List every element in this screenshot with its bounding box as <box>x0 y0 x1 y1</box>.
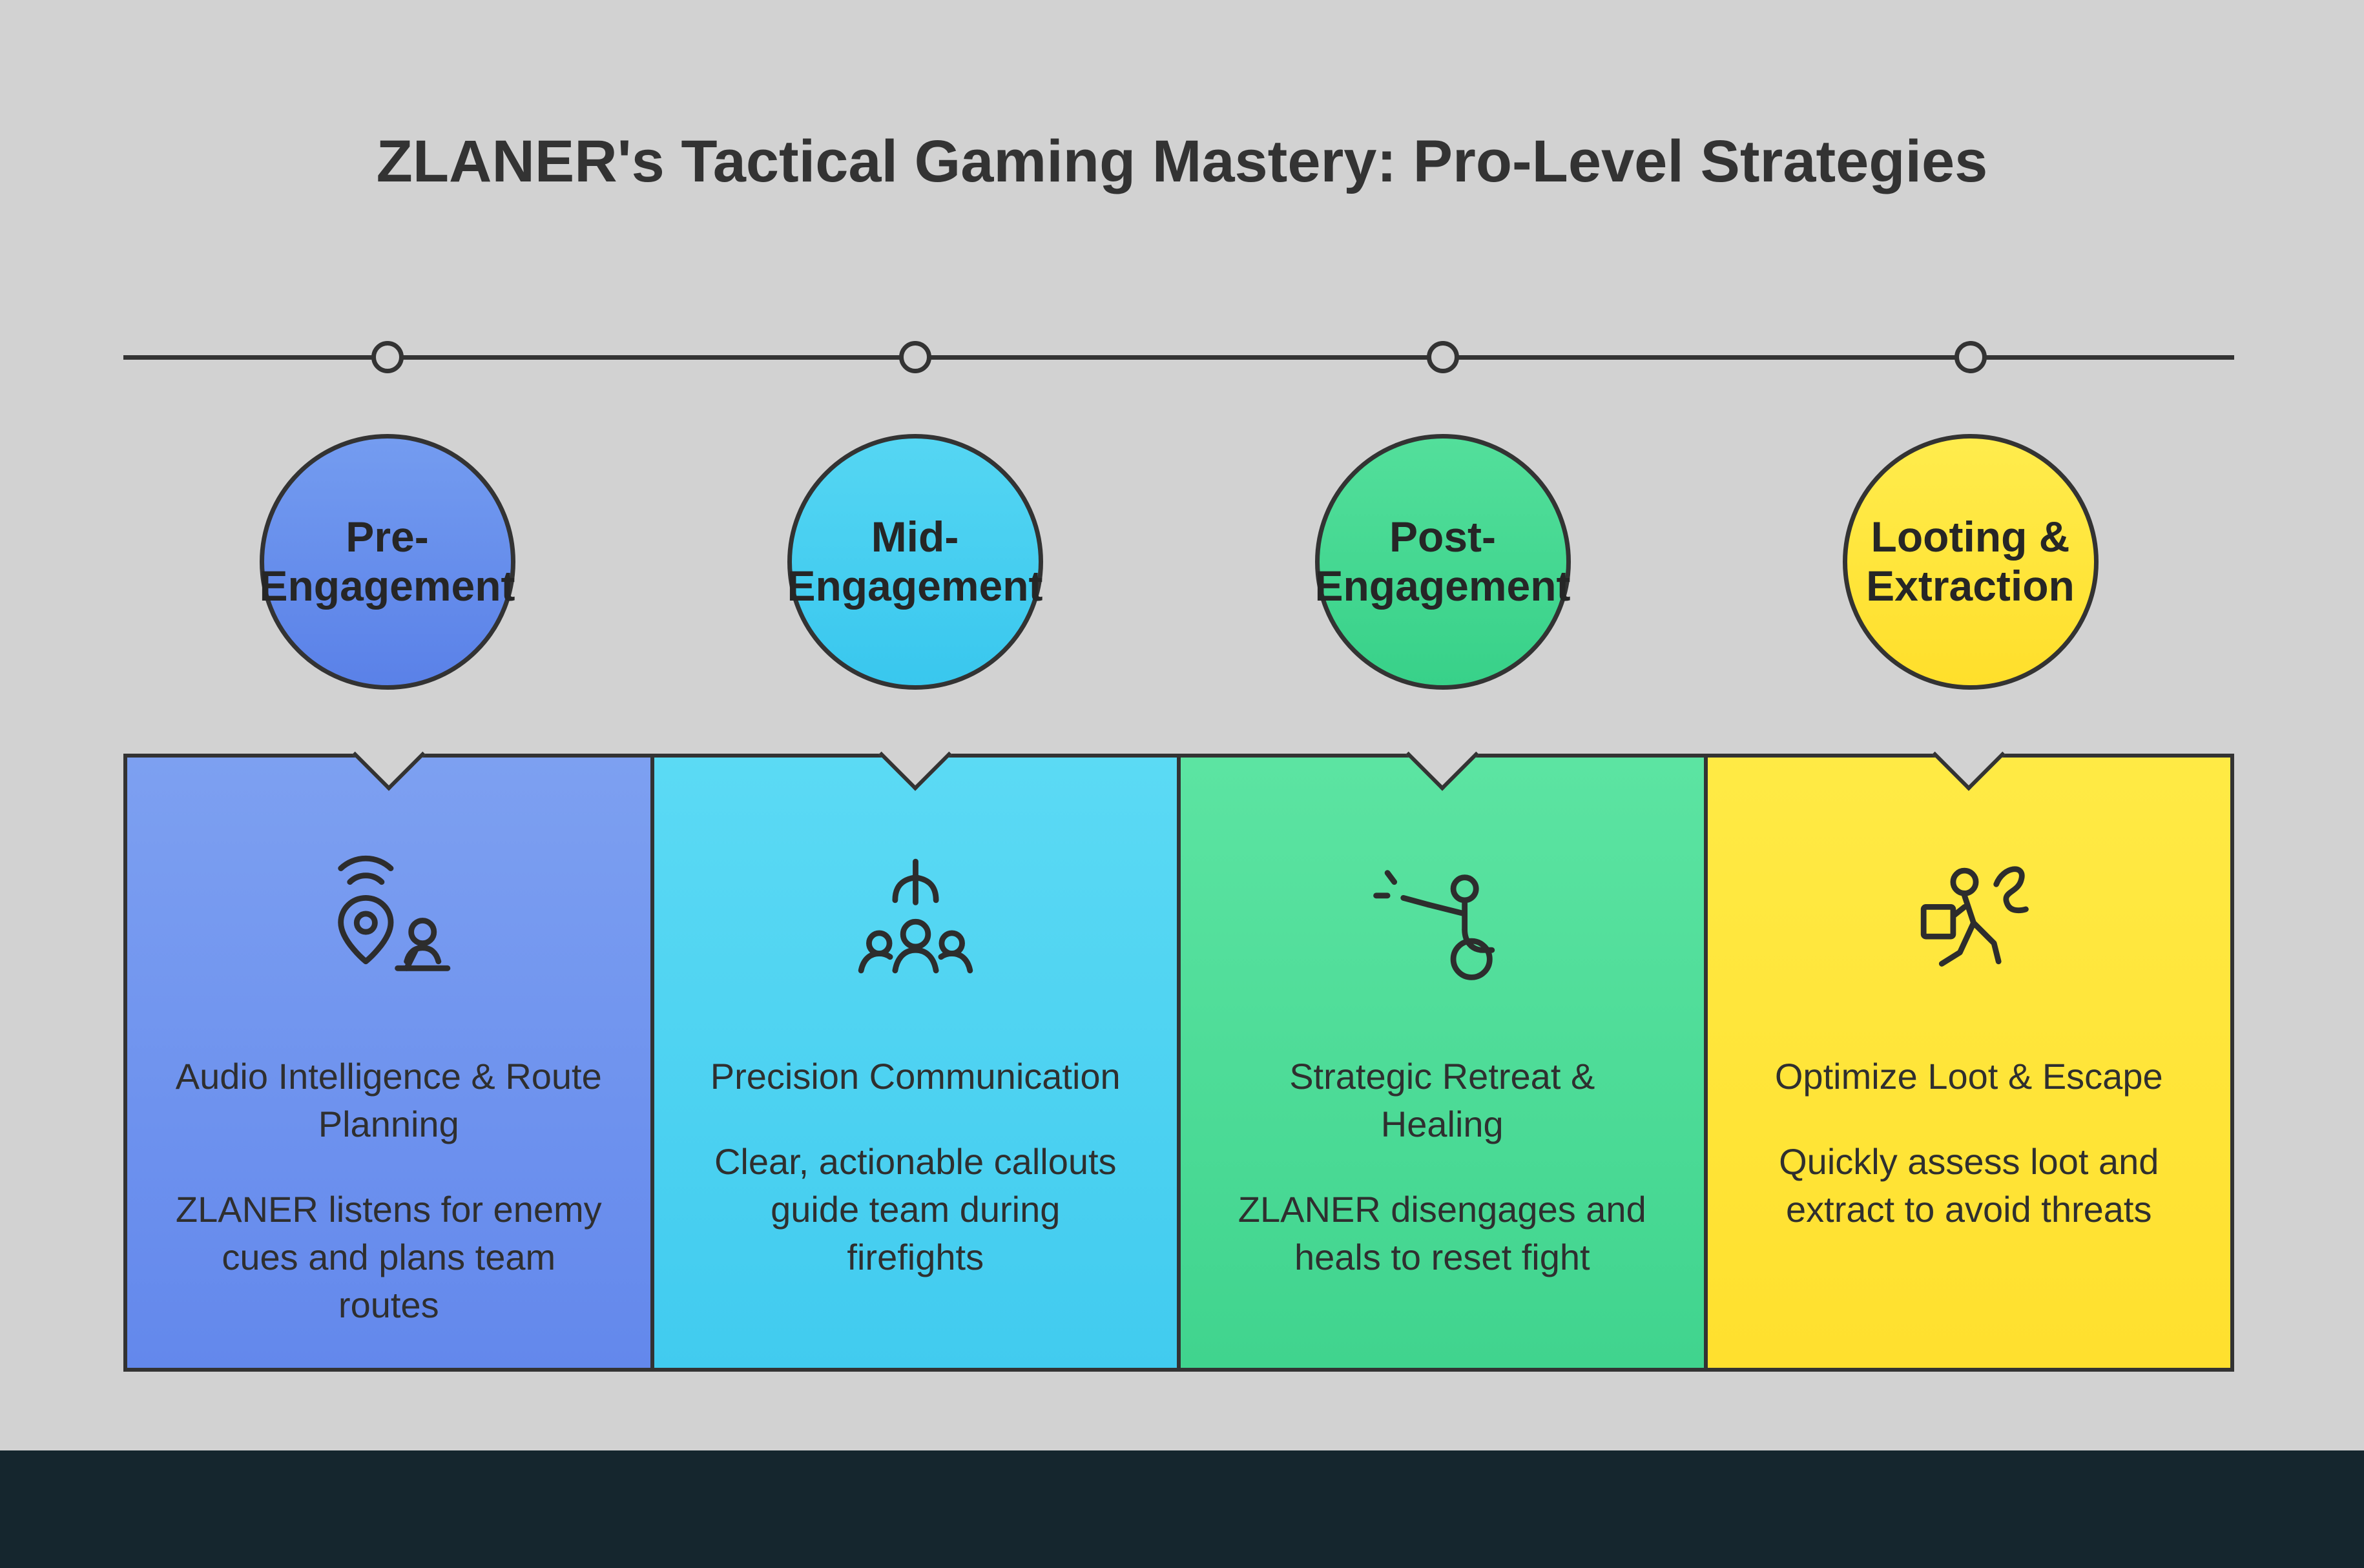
stage-circle-label: Pre- <box>346 513 429 561</box>
timeline <box>123 341 2234 373</box>
stage-circle-label: Looting & <box>1871 513 2070 561</box>
card-heading: Optimize Loot & Escape <box>1774 1056 2163 1097</box>
stage-card-mid-engagement: Precision Communication Clear, actionabl… <box>650 717 1181 1372</box>
card-heading: Precision Communication <box>710 1056 1121 1097</box>
stage-circle-mid-engagement: Mid- Engagement <box>787 434 1043 690</box>
card-notch <box>878 717 952 791</box>
card-heading: Audio Intelligence & Route Planning <box>175 1056 602 1144</box>
card-body: Clear, actionable callouts guide team du… <box>714 1140 1117 1277</box>
stage-cards-row: Audio Intelligence & Route Planning ZLAN… <box>123 717 2234 1372</box>
stage-circle-label: Post- <box>1389 513 1496 561</box>
timeline-node <box>898 341 931 373</box>
retreat-heal-icon <box>1369 848 1515 993</box>
stage-card-post-engagement: Strategic Retreat & Healing ZLANER disen… <box>1177 717 1708 1372</box>
card-body: ZLANER listens for enemy cues and plans … <box>175 1188 602 1325</box>
location-audio-route-icon <box>316 848 461 993</box>
timeline-node <box>1954 341 1987 373</box>
card-body: ZLANER disengages and heals to reset fig… <box>1238 1188 1646 1277</box>
card-notch <box>1932 717 2006 791</box>
card-body: Quickly assess loot and extract to avoid… <box>1779 1140 2159 1230</box>
stage-circle-looting-extraction: Looting & Extraction <box>1842 434 2099 690</box>
card-heading: Strategic Retreat & Healing <box>1289 1056 1595 1144</box>
team-callout-icon <box>843 848 988 993</box>
stage-circles-row: Pre- Engagement Mid- Engagement Post- En… <box>123 434 2234 699</box>
stage-card-looting-extraction: Optimize Loot & Escape Quickly assess lo… <box>1703 717 2234 1372</box>
stage-circle-label: Engagement <box>259 562 515 610</box>
timeline-node <box>371 341 404 373</box>
page-title: ZLANER's Tactical Gaming Mastery: Pro-Le… <box>376 129 1988 194</box>
stage-circle-label: Engagement <box>1314 562 1571 610</box>
stage-circle-label: Extraction <box>1866 562 2075 610</box>
loot-escape-icon <box>1896 848 2042 993</box>
stage-circle-label: Mid- <box>871 513 959 561</box>
stage-card-pre-engagement: Audio Intelligence & Route Planning ZLAN… <box>123 717 654 1372</box>
timeline-node <box>1426 341 1459 373</box>
stage-circle-label: Engagement <box>787 562 1043 610</box>
stage-circle-pre-engagement: Pre- Engagement <box>259 434 515 690</box>
footer-bar <box>0 1450 2364 1568</box>
card-notch <box>352 717 426 791</box>
stage-circle-post-engagement: Post- Engagement <box>1314 434 1571 690</box>
card-notch <box>1405 717 1479 791</box>
